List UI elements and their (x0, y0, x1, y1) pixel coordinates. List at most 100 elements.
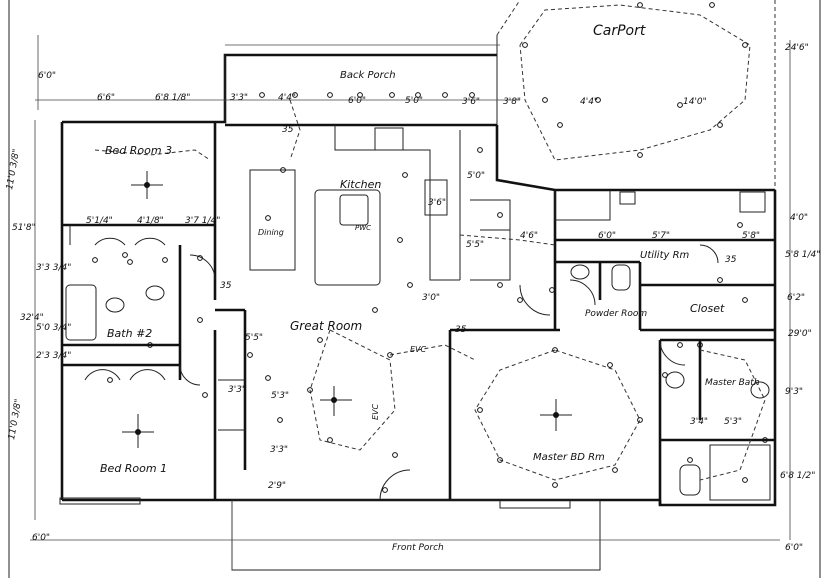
light-fixture-icon (392, 452, 398, 458)
light-fixture-icon (307, 387, 313, 393)
light-fixture-icon (387, 352, 393, 358)
light-fixtures (92, 2, 768, 493)
light-fixture-icon (742, 477, 748, 483)
light-fixture-icon (197, 255, 203, 261)
dim-left-5: 5'0 3/4" (36, 323, 71, 333)
dim-int-8: 5'0" (467, 171, 485, 181)
light-fixture-icon (497, 282, 503, 288)
room-label-utility: Utility Rm (640, 250, 690, 261)
light-fixture-icon (147, 342, 153, 348)
light-fixture-icon (265, 215, 271, 221)
light-fixture-icon (389, 92, 395, 98)
dim-int-20: 35 (455, 325, 467, 335)
dim-top-0: 6'6" (97, 93, 115, 103)
light-fixture-icon (737, 222, 743, 228)
label-pwc: PWC (355, 224, 371, 232)
light-fixture-icon (372, 307, 378, 313)
light-fixture-icon (415, 92, 421, 98)
dim-top-6: 3'6" (462, 97, 480, 107)
room-label-great-room: Great Room (290, 319, 362, 333)
electrical-runs (94, 4, 766, 481)
dim-int-1: 4'1/8" (137, 216, 164, 226)
room-label-powder: Powder Room (585, 309, 647, 319)
light-fixture-icon (677, 102, 683, 108)
room-label-bath2: Bath #2 (107, 327, 152, 340)
dim-int-6: 3'3" (270, 445, 288, 455)
light-fixture-icon (637, 417, 643, 423)
light-fixture-icon (382, 487, 388, 493)
light-fixture-icon (107, 377, 113, 383)
dim-int-17: 3'0" (422, 293, 440, 303)
dim-left-8: 6'0" (32, 533, 50, 543)
light-fixture-icon (552, 482, 558, 488)
dim-int-15: 3'4" (690, 417, 708, 427)
dim-right-4: 29'0" (788, 329, 812, 339)
dim-right-0: 24'6" (785, 43, 809, 53)
ceiling-fan-icon (320, 386, 352, 416)
dim-left-1: 11'0 3/8" (5, 148, 22, 190)
dim-int-5: 3'3" (228, 385, 246, 395)
dim-right-6: 6'8 1/2" (780, 471, 815, 481)
dim-left-3: 3'3 3/4" (36, 263, 71, 273)
room-label-front-porch: Front Porch (392, 543, 444, 553)
dim-int-14: 5'8" (742, 231, 760, 241)
room-labels: CarPort Back Porch Bed Room 3 Kitchen Di… (100, 23, 760, 553)
room-label-closet: Closet (690, 302, 725, 315)
dim-int-3: 5'5" (245, 333, 263, 343)
light-fixture-icon (662, 372, 668, 378)
light-fixture-icon (477, 147, 483, 153)
light-fixture-icon (122, 252, 128, 258)
dim-int-12: 6'0" (598, 231, 616, 241)
light-fixture-icon (687, 457, 693, 463)
dim-top-3: 4'4" (278, 93, 296, 103)
dim-left-2: 51'8" (12, 223, 36, 233)
dim-int-4: 5'3" (271, 391, 289, 401)
ceiling-fan-icon (540, 399, 572, 431)
light-fixture-icon (407, 282, 413, 288)
dim-int-9: 3'6" (428, 198, 446, 208)
light-fixture-icon (637, 152, 643, 158)
light-fixture-icon (92, 257, 98, 263)
light-fixture-icon (397, 237, 403, 243)
light-fixture-icon (552, 347, 558, 353)
light-fixture-icon (697, 342, 703, 348)
dim-int-21: 35 (725, 255, 737, 265)
light-fixture-icon (497, 457, 503, 463)
light-fixture-icon (127, 259, 133, 265)
light-fixture-icon (317, 337, 323, 343)
light-fixture-icon (557, 122, 563, 128)
light-fixture-icon (742, 42, 748, 48)
light-fixture-icon (162, 257, 168, 263)
dim-top-9: 14'0" (683, 97, 707, 107)
light-fixture-icon (197, 317, 203, 323)
dimension-lines (30, 35, 791, 541)
dim-top-5: 5'0" (405, 96, 423, 106)
dim-right-3: 6'2" (787, 293, 805, 303)
dim-right-5: 9'3" (785, 387, 803, 397)
dim-top-4: 6'0" (348, 96, 366, 106)
light-fixture-icon (517, 297, 523, 303)
dim-left-7: 11'0 3/8" (7, 398, 24, 440)
light-fixture-icon (522, 42, 528, 48)
dim-right-2: 5'8 1/4" (785, 250, 820, 260)
ceiling-fans (122, 171, 572, 448)
light-fixture-icon (442, 92, 448, 98)
dim-int-11: 4'6" (520, 231, 538, 241)
dim-left-4: 32'4" (20, 313, 44, 323)
light-fixture-icon (677, 342, 683, 348)
light-fixture-icon (595, 97, 601, 103)
dim-right-1: 4'0" (790, 213, 808, 223)
dim-top-2: 3'3" (230, 93, 248, 103)
room-label-master-bath: Master Bath (705, 378, 760, 388)
porches (59, 497, 601, 571)
dim-left-6: 2'3 3/4" (36, 351, 71, 361)
room-label-carport: CarPort (593, 23, 646, 39)
dim-int-0: 5'1/4" (86, 216, 113, 226)
light-fixture-icon (469, 92, 475, 98)
ceiling-fan-icon (122, 414, 154, 448)
dim-int-10: 5'5" (466, 240, 484, 250)
light-fixture-icon (542, 97, 548, 103)
light-fixture-icon (637, 2, 643, 8)
dim-int-19: 35 (220, 281, 232, 291)
